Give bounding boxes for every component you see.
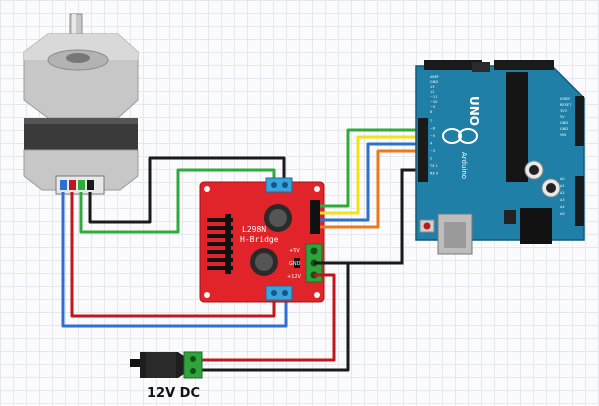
arduino-power-label-3: 5V	[560, 115, 565, 119]
arduino-digital-label-7: RX 0	[430, 172, 438, 176]
power-supply-jack: 12V DC	[130, 351, 203, 401]
signal-wires	[320, 128, 420, 229]
driver-label-line2: H-Bridge	[240, 235, 279, 244]
power-supply-label: 12V DC	[147, 386, 200, 401]
arduino-header-label-6: ~9	[430, 105, 435, 109]
arduino-power-label-1: RESET	[560, 103, 572, 107]
arduino-header-label-0: AREF	[430, 75, 439, 79]
arduino-analog-label-3: A3	[560, 198, 565, 202]
arduino-digital-label-5: 2	[430, 157, 432, 161]
arduino-header-label-3: 12	[430, 90, 434, 94]
driver-pin-12v: +12V	[287, 274, 302, 280]
l298n-driver: L298N H-Bridge +5V GND +12V	[199, 177, 325, 303]
wire-black-motor	[88, 156, 286, 224]
arduino-analog-label-0: A0	[560, 177, 565, 181]
wire-black-power	[196, 261, 350, 372]
motor-wires	[61, 156, 288, 328]
arduino-model: UNO	[467, 96, 481, 126]
arduino-header-label-2: 13	[430, 85, 434, 89]
arduino-power-label-5: GND	[560, 127, 568, 131]
wire-red-motor	[70, 192, 276, 318]
stepper-motor	[23, 13, 139, 195]
arduino-analog-label-2: A2	[560, 191, 565, 195]
wire-yellow-signal	[320, 135, 420, 215]
wire-blue-motor	[61, 192, 288, 328]
arduino-header-label-7: 8	[430, 110, 432, 114]
arduino-power-label-2: 3V3	[560, 109, 567, 113]
arduino-uno: UNO Arduino	[415, 60, 585, 255]
wire-black-gnd-arduino	[314, 168, 426, 265]
arduino-power-label-0: IOREF	[560, 97, 570, 101]
arduino-analog-label-1: A1	[560, 184, 565, 188]
wire-blue-signal	[320, 142, 420, 222]
arduino-analog-label-5: A5	[560, 212, 565, 216]
driver-pin-5v: +5V	[289, 248, 300, 254]
arduino-digital-label-6: TX 1	[429, 164, 438, 168]
arduino-digital-label-0: 7	[430, 119, 432, 123]
wire-red-power	[196, 273, 336, 362]
arduino-digital-label-4: ~3	[430, 149, 435, 153]
driver-pin-gnd: GND	[289, 261, 301, 267]
arduino-digital-label-2: ~5	[430, 134, 435, 138]
dc-jack	[520, 208, 552, 244]
power-wires	[196, 261, 350, 372]
arduino-logo	[442, 128, 478, 144]
driver-label-line1: L298N	[242, 225, 266, 234]
arduino-analog-label-4: A4	[560, 205, 565, 209]
wire-green-motor	[79, 168, 276, 234]
arduino-brand: Arduino	[460, 152, 468, 179]
arduino-header-label-1: GND	[430, 80, 438, 84]
wire-green-signal	[320, 128, 420, 208]
wire-orange-signal	[320, 149, 420, 229]
arduino-header-label-5: ~10	[430, 100, 437, 104]
arduino-power-label-4: GND	[560, 121, 568, 125]
arduino-digital-label-3: 4	[430, 142, 433, 146]
arduino-power-label-6: VIN	[560, 133, 566, 137]
arduino-digital-label-1: ~6	[430, 127, 435, 131]
arduino-header-label-4: ~11	[430, 95, 437, 99]
